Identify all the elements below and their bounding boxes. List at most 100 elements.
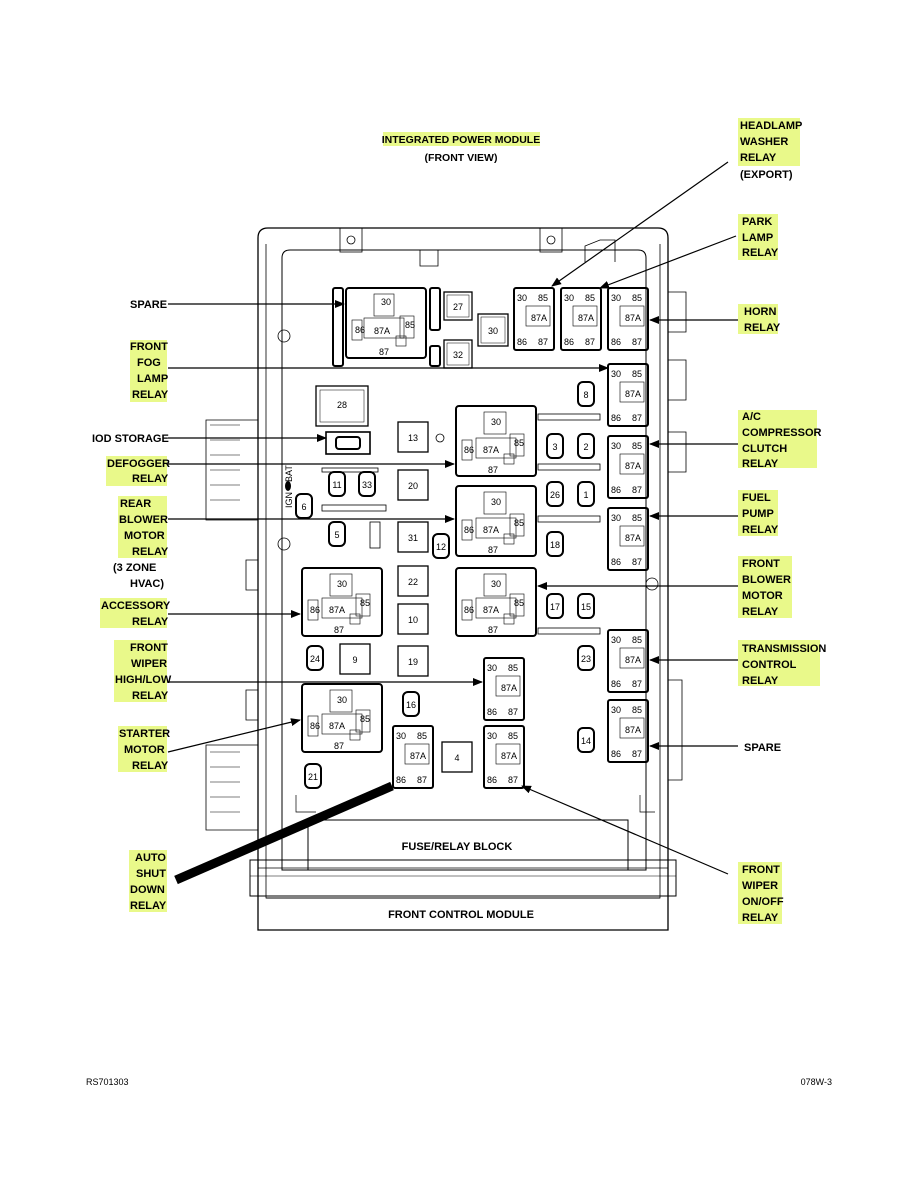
- leader-arrows: [167, 161, 738, 875]
- pin-label: 30: [611, 705, 621, 715]
- label-rear-blower-motor-relay: MOTOR: [124, 530, 165, 542]
- pin-label: 87: [632, 337, 642, 347]
- fuse-number: 3: [552, 442, 557, 452]
- pin-label: 85: [417, 731, 427, 741]
- pin-label: 30: [491, 579, 501, 589]
- fuse-number: 9: [352, 655, 357, 665]
- label-zone-note: (3 ZONE: [113, 562, 156, 574]
- pin-label: 87: [334, 625, 344, 635]
- label-auto-shut-down-relay: SHUT: [136, 868, 166, 880]
- pin-label: 87: [334, 741, 344, 751]
- label-front-wiper-high-low-relay: RELAY: [132, 690, 169, 702]
- fuse-number: 13: [408, 433, 418, 443]
- pin-label: 87A: [374, 326, 390, 336]
- pin-label: 30: [491, 497, 501, 507]
- label-defogger-relay: RELAY: [132, 473, 169, 485]
- bat-label: BAT: [284, 465, 294, 482]
- fuse-28: [315, 385, 369, 427]
- iod-storage-slot: [325, 431, 371, 455]
- front-control-module-label: FRONT CONTROL MODULE: [388, 909, 534, 921]
- pin-label: 30: [337, 695, 347, 705]
- fuse-block-label: FUSE/RELAY BLOCK: [402, 841, 513, 853]
- label-transmission-control-relay: TRANSMISSION: [742, 643, 826, 655]
- pin-label: 87: [417, 775, 427, 785]
- diagram-subtitle: (FRONT VIEW): [425, 152, 498, 164]
- label-defogger-relay: DEFOGGER: [107, 458, 170, 470]
- label-ac-compressor-clutch-relay: RELAY: [742, 458, 779, 470]
- pin-label: 85: [632, 293, 642, 303]
- fuse-number: 32: [453, 350, 463, 360]
- pin-label: 86: [310, 721, 320, 731]
- diagram-title: INTEGRATED POWER MODULE: [382, 134, 540, 146]
- fuse-number: 4: [454, 753, 459, 763]
- label-front-fog-lamp-relay: LAMP: [137, 373, 168, 385]
- label-iod-storage: IOD STORAGE: [92, 433, 169, 445]
- pin-label: 85: [514, 518, 524, 528]
- pin-label: 30: [611, 635, 621, 645]
- pin-label: 87A: [483, 525, 499, 535]
- label-front-wiper-on-off-relay: WIPER: [742, 880, 778, 892]
- fuse-clips: [321, 413, 601, 635]
- label-ac-compressor-clutch-relay: CLUTCH: [742, 443, 787, 455]
- pin-label: 86: [564, 337, 574, 347]
- ign-bat-switch-icon: [285, 481, 291, 491]
- auto-shut-down-arrow: [174, 781, 394, 885]
- label-rear-blower-motor-relay: RELAY: [132, 546, 169, 558]
- pin-label: 86: [487, 707, 497, 717]
- pin-label: 86: [611, 679, 621, 689]
- label-front-wiper-on-off-relay: ON/OFF: [742, 896, 784, 908]
- pin-label: 87: [632, 679, 642, 689]
- label-fuel-pump-relay: FUEL: [742, 492, 771, 504]
- pin-label: 87A: [625, 533, 641, 543]
- pin-label: 87: [488, 545, 498, 555]
- pin-label: 86: [611, 557, 621, 567]
- module-housing: [205, 227, 687, 931]
- label-accessory-relay: RELAY: [132, 616, 169, 628]
- relay-starter-motor: [301, 683, 383, 753]
- fuse-number: 8: [583, 390, 588, 400]
- pin-label: 87A: [625, 313, 641, 323]
- relay-rear-blower-motor: [455, 485, 537, 557]
- pin-label: 85: [632, 441, 642, 451]
- label-ac-compressor-clutch-relay: A/C: [742, 411, 761, 423]
- pin-label: 87: [508, 775, 518, 785]
- pin-label: 87: [632, 557, 642, 567]
- label-accessory-relay: ACCESSORY: [101, 600, 171, 612]
- pin-label: 85: [508, 663, 518, 673]
- label-starter-motor-relay: MOTOR: [124, 744, 165, 756]
- fuse-number: 14: [581, 736, 591, 746]
- pin-label: 85: [514, 438, 524, 448]
- pin-label: 87: [488, 625, 498, 635]
- relay-accessory: [301, 567, 383, 637]
- doc-code-right: 078W-3: [801, 1077, 832, 1087]
- label-fuel-pump-relay: RELAY: [742, 524, 779, 536]
- fuse-number: 20: [408, 481, 418, 491]
- right-label-highlights: [738, 118, 820, 924]
- label-park-lamp-relay: PARK: [742, 216, 772, 228]
- pin-label: 86: [611, 749, 621, 759]
- label-front-fog-lamp-relay: FOG: [137, 357, 161, 369]
- pin-label: 85: [360, 714, 370, 724]
- pin-label: 85: [632, 513, 642, 523]
- title-highlight: [383, 132, 540, 146]
- fuse-number: 5: [334, 530, 339, 540]
- pin-label: 86: [517, 337, 527, 347]
- pin-label: 85: [632, 705, 642, 715]
- pin-label: 86: [464, 445, 474, 455]
- pin-label: 87: [585, 337, 595, 347]
- pin-label: 86: [611, 337, 621, 347]
- fuse-number: 6: [301, 502, 306, 512]
- pin-label: 85: [632, 369, 642, 379]
- fuse-number: 12: [436, 542, 446, 552]
- pin-label: 87A: [625, 725, 641, 735]
- label-park-lamp-relay: LAMP: [742, 232, 773, 244]
- pin-label: 86: [611, 413, 621, 423]
- label-front-blower-motor-relay: RELAY: [742, 606, 779, 618]
- label-rear-blower-motor-relay: BLOWER: [119, 514, 168, 526]
- pin-label: 87: [632, 485, 642, 495]
- pin-label: 87A: [329, 605, 345, 615]
- left-label-highlights: [100, 340, 167, 912]
- label-front-blower-motor-relay: BLOWER: [742, 574, 791, 586]
- label-ac-compressor-clutch-relay: COMPRESSOR: [742, 427, 822, 439]
